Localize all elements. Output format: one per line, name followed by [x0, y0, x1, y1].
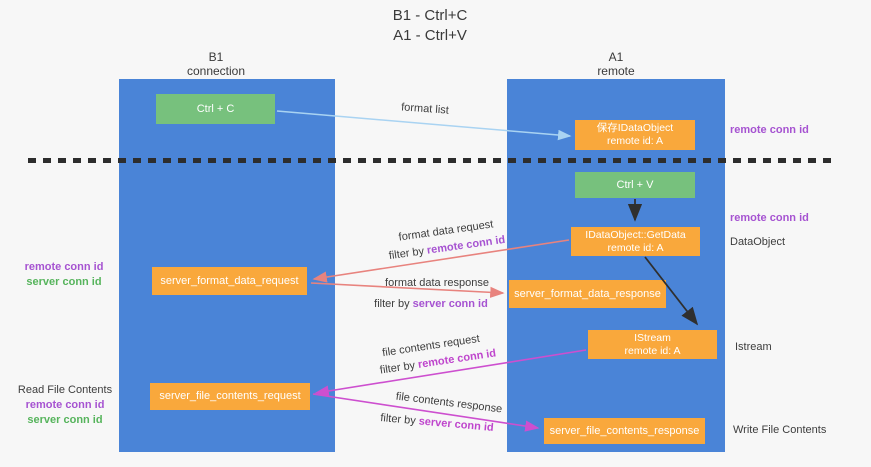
istream-line1: IStream: [634, 331, 671, 344]
server-format-data-response-box: server_format_data_response: [509, 280, 666, 308]
ctrl-v-box: Ctrl + V: [575, 172, 695, 198]
file-response-box-label: server_file_contents_response: [549, 424, 700, 437]
istream-label: Istream: [735, 341, 772, 353]
diagram-title-line1: B1 - Ctrl+C: [392, 7, 468, 24]
server-conn-id-text: server conn id: [412, 298, 488, 310]
column-a1-subtitle: remote: [597, 64, 635, 78]
column-header-a1: A1 remote: [556, 50, 676, 78]
read-file-contents-label: Read File Contents: [17, 384, 113, 396]
column-header-b1: B1 connection: [156, 50, 276, 78]
format-request-box-label: server_format_data_request: [160, 274, 299, 287]
right-remote-conn-id-label-1: remote conn id: [730, 124, 809, 136]
ctrl-c-label: Ctrl + C: [196, 102, 235, 115]
right-remote-conn-id-label-2: remote conn id: [730, 212, 809, 224]
format-list-label: format list: [400, 101, 450, 117]
column-b1-name: B1: [208, 50, 224, 64]
left-server-conn-id-label: server conn id: [26, 276, 102, 288]
filter-by-text: filter by: [388, 245, 425, 263]
left-remote-conn-id-label-2: remote conn id: [25, 399, 105, 411]
filter-by-text: filter by: [379, 412, 417, 428]
server-file-contents-response-box: server_file_contents_response: [544, 418, 705, 444]
save-idataobject-line2: remote id: A: [606, 135, 664, 147]
left-server-conn-id-label-2: server conn id: [27, 414, 103, 426]
istream-box: IStream remote id: A: [588, 330, 717, 359]
format-response-box-label: server_format_data_response: [514, 287, 661, 300]
left-remote-conn-id-label: remote conn id: [24, 261, 104, 273]
file-contents-response-label: file contents response: [395, 390, 503, 416]
left-conn-id-group-bottom: Read File Contents remote conn id server…: [14, 383, 116, 428]
format-data-response-label: format data response: [385, 277, 489, 289]
server-file-contents-request-box: server_file_contents_request: [150, 383, 310, 410]
diagram-title: B1 - Ctrl+C A1 - Ctrl+V: [330, 6, 530, 46]
column-b1-subtitle: connection: [186, 64, 246, 78]
left-conn-id-group-top: remote conn id server conn id: [18, 260, 110, 290]
save-idataobject-line1: 保存IDataObject: [596, 122, 674, 134]
file-request-box-label: server_file_contents_request: [159, 390, 301, 402]
ctrl-c-box: Ctrl + C: [156, 94, 275, 124]
server-format-data-request-box: server_format_data_request: [152, 267, 307, 295]
istream-line2: remote id: A: [624, 344, 681, 357]
write-file-contents-label: Write File Contents: [733, 424, 827, 436]
filter-by-text: filter by: [379, 359, 416, 377]
session-divider-dashed-line: [28, 158, 834, 163]
save-idataobject-box: 保存IDataObject remote id: A: [575, 120, 695, 150]
column-a1-name: A1: [608, 50, 624, 64]
idataobject-getdata-box: IDataObject::GetData remote id: A: [571, 227, 700, 256]
diagram-title-line2: A1 - Ctrl+V: [393, 27, 467, 44]
dataobject-label: DataObject: [730, 236, 786, 248]
filter-by-text: filter by: [374, 298, 410, 310]
ctrl-v-label: Ctrl + V: [616, 178, 654, 191]
getdata-line2: remote id: A: [607, 241, 664, 254]
getdata-line1: IDataObject::GetData: [585, 228, 686, 241]
server-conn-id-text: server conn id: [418, 415, 495, 434]
